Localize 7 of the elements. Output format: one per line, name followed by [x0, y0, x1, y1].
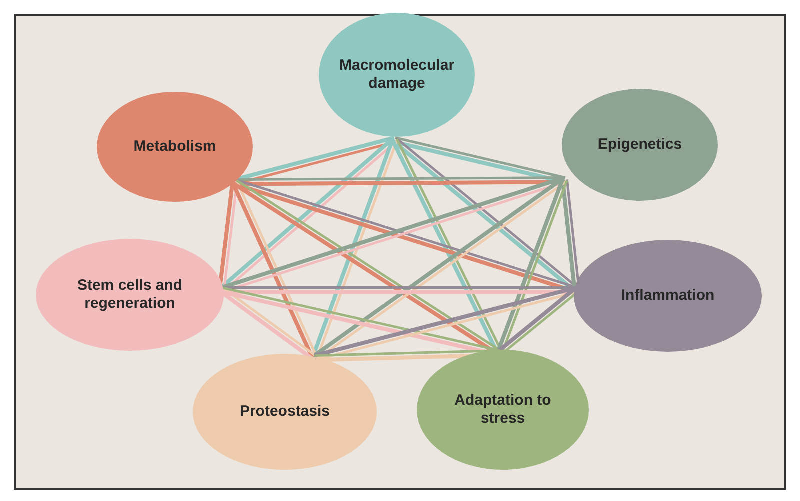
node-label: Adaptation to stress [454, 392, 552, 428]
node-label: Metabolism [134, 138, 216, 156]
node-label: Macromolecular damage [339, 57, 455, 93]
node-label: Stem cells and regeneration [76, 277, 184, 313]
node-label: Epigenetics [598, 136, 682, 154]
node-label: Proteostasis [240, 403, 330, 421]
node-label: Inflammation [621, 287, 715, 305]
